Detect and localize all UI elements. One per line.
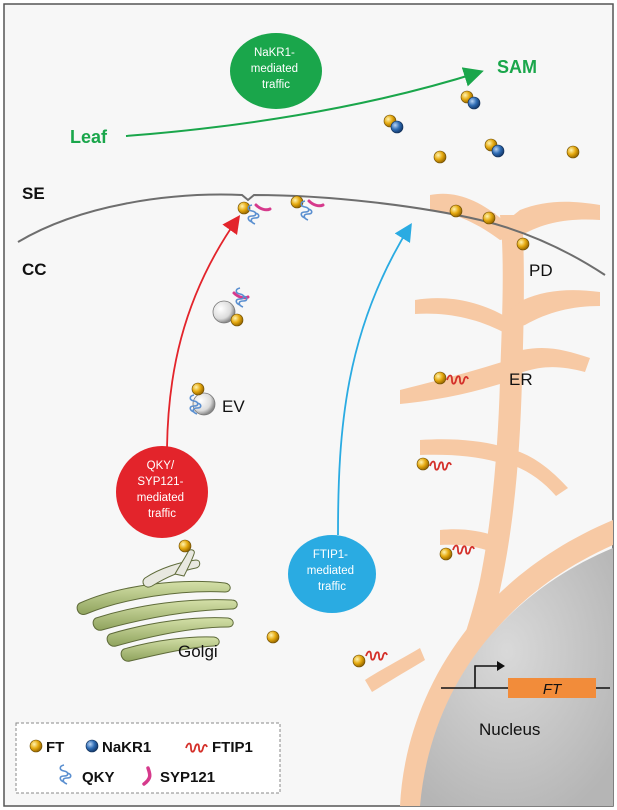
ft-protein	[482, 211, 496, 225]
label-se: SE	[22, 184, 45, 203]
ft-gene-label: FT	[543, 681, 563, 698]
legend-nakr1-icon	[85, 739, 99, 753]
legend-qky: QKY	[82, 769, 115, 786]
ft-protein	[178, 539, 192, 553]
svg-text:FTIP1- mediated tr: FTIP1- mediated traffic	[307, 549, 358, 593]
svg-text:QKY/ SYP121- media: QKY/ SYP121- mediated traffic	[137, 460, 188, 520]
ftip1-line-3: traffic	[318, 581, 346, 593]
ft-protein	[266, 630, 280, 644]
nucleus	[420, 548, 613, 806]
label-er: ER	[509, 370, 533, 389]
nakr1-protein	[390, 120, 404, 134]
label-ev: EV	[222, 397, 245, 416]
ft-protein	[516, 237, 530, 251]
label-nucleus: Nucleus	[479, 720, 540, 739]
ft-gene: FT	[441, 661, 610, 698]
svg-text:NaKR1- mediated tr: NaKR1- mediated traffic	[251, 47, 302, 91]
legend-nakr1: NaKR1	[102, 739, 151, 756]
label-pd: PD	[529, 261, 553, 280]
nakr1-protein	[491, 144, 505, 158]
nakr1-line-3: traffic	[262, 79, 290, 91]
qky-line-3: mediated	[137, 492, 184, 504]
ftip1-pathway-bubble: FTIP1- mediated traffic	[288, 535, 376, 613]
nakr1-line-1: NaKR1-	[254, 47, 295, 59]
legend-ftip1: FTIP1	[212, 739, 253, 756]
qky-line-2: SYP121-	[137, 476, 183, 488]
legend: FT NaKR1 FTIP1 QKY SYP121	[15, 722, 281, 794]
ftip1-line-2: mediated	[307, 565, 354, 577]
nakr1-line-2: mediated	[251, 63, 298, 75]
label-leaf: Leaf	[70, 127, 108, 147]
legend-syp121: SYP121	[160, 769, 215, 786]
qky-line-4: traffic	[148, 508, 176, 520]
legend-ft-icon	[29, 739, 43, 753]
leaf-to-sam-arrow	[125, 67, 484, 137]
nakr1-pathway-bubble: NaKR1- mediated traffic	[230, 33, 322, 109]
ft-protein	[433, 150, 447, 164]
extracellular-vesicle	[189, 382, 216, 416]
label-golgi: Golgi	[178, 642, 218, 661]
ft-protein	[566, 145, 580, 159]
label-cc: CC	[22, 260, 47, 279]
nakr1-protein	[467, 96, 481, 110]
qky-pathway-bubble: QKY/ SYP121- mediated traffic	[116, 446, 208, 538]
ft-protein	[449, 204, 463, 218]
qky-line-1: QKY/	[147, 460, 175, 472]
legend-syp121-icon	[142, 766, 152, 786]
ftip1-pathway-arrow	[337, 222, 412, 536]
vesicle-upper	[212, 287, 250, 327]
se-cc-membrane	[17, 193, 606, 276]
label-sam: SAM	[497, 57, 537, 77]
golgi-apparatus	[76, 549, 238, 662]
qky-pathway-arrow	[166, 215, 241, 449]
legend-ft: FT	[46, 739, 64, 756]
ftip1-line-1: FTIP1-	[313, 549, 348, 561]
